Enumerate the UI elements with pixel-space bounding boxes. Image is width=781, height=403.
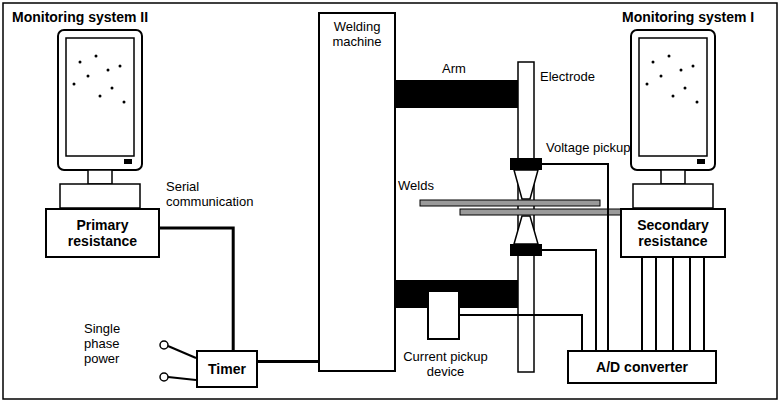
computer-box: Primary resistance xyxy=(45,208,160,258)
power-terminal xyxy=(160,341,168,349)
part-label: Arm xyxy=(442,62,482,77)
cable xyxy=(460,315,582,350)
part-label: Welds xyxy=(398,179,448,194)
node-label: Current pickup device xyxy=(401,350,491,380)
cable xyxy=(258,360,318,363)
voltage-pickup-clamp xyxy=(510,158,542,170)
part-label: Single phase power xyxy=(84,322,156,367)
part-label: Electrode xyxy=(540,70,620,85)
voltage-pickup-clamp xyxy=(510,244,542,256)
monitor xyxy=(631,30,715,208)
electrode-tip xyxy=(514,170,538,199)
node-label: Primary resistance xyxy=(51,217,154,249)
part-label: Voltage pickup xyxy=(546,141,646,156)
welding-machine: Welding machine xyxy=(318,12,396,372)
node-label: Welding machine xyxy=(322,20,392,50)
cable xyxy=(672,258,674,350)
weld-sheet xyxy=(420,200,600,206)
cable xyxy=(160,228,233,350)
node-label: Timer xyxy=(208,361,246,377)
converter-box: A/D converter xyxy=(567,350,717,384)
electrode-tip xyxy=(514,216,538,244)
part-label: Serial communication xyxy=(166,180,246,210)
upper-arm xyxy=(392,80,518,108)
node-label: A/D converter xyxy=(596,359,688,375)
part-label: Monitoring system I xyxy=(622,9,772,25)
part-label: Monitoring system II xyxy=(12,9,202,25)
node-label: Secondary resistance xyxy=(626,217,720,249)
monitor xyxy=(58,30,142,208)
power-terminal xyxy=(160,373,168,381)
signal-wire xyxy=(168,164,704,380)
computer-box: Secondary resistance xyxy=(620,208,726,258)
frame xyxy=(3,3,777,399)
timer-box: Timer xyxy=(196,350,258,388)
current-pickup: Current pickup device xyxy=(427,290,460,340)
